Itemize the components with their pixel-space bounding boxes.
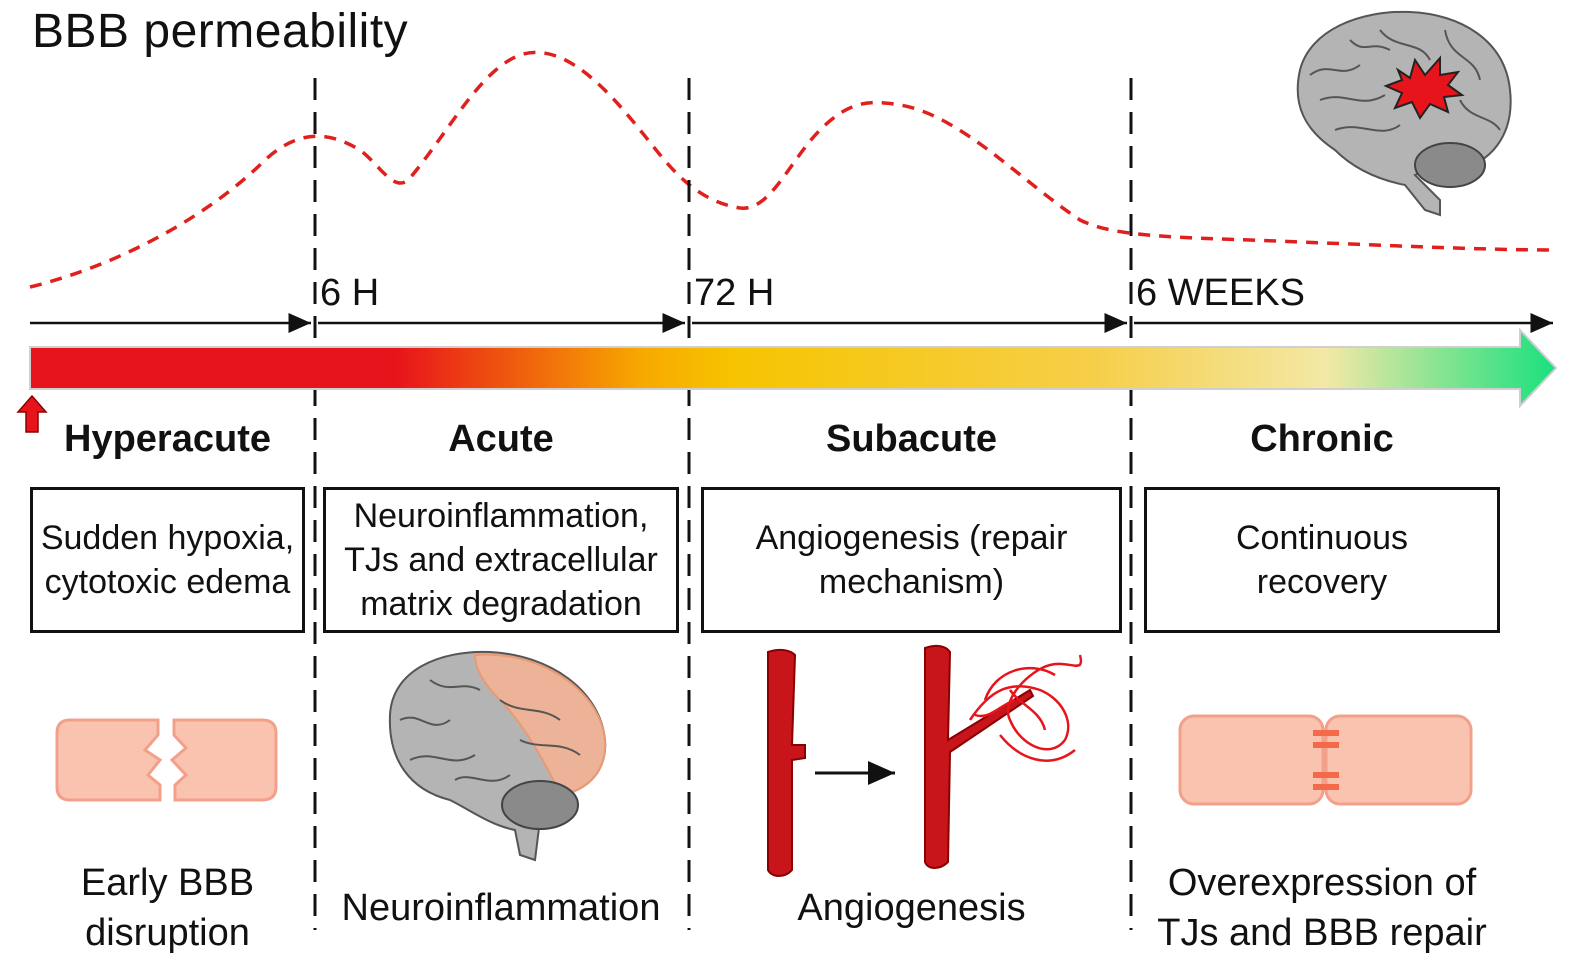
box-line: Neuroinflammation, xyxy=(353,497,649,535)
caption-line: TJs and BBB repair xyxy=(1157,912,1487,954)
phase-box-chronic: Continuous recovery xyxy=(1144,487,1500,633)
angiogenesis-vessel-icon xyxy=(924,644,1083,869)
permeability-curve xyxy=(29,50,1556,289)
box-line: recovery xyxy=(1256,563,1388,601)
blood-vessel-icon xyxy=(767,648,806,877)
box-line: Angiogenesis (repair xyxy=(755,519,1068,557)
box-line: Sudden hypoxia, xyxy=(40,519,295,557)
phase-title-subacute: Subacute xyxy=(825,418,998,460)
caption-line: disruption xyxy=(85,912,250,954)
box-line: matrix degradation xyxy=(360,585,642,623)
box-line: mechanism) xyxy=(818,563,1005,601)
caption-line: Angiogenesis xyxy=(797,887,1026,929)
caption-chronic: Overexpression of TJs and BBB repair xyxy=(1144,858,1500,958)
inflamed-brain-icon xyxy=(388,650,607,862)
phase-box-acute: Neuroinflammation, TJs and extracellular… xyxy=(323,487,679,633)
phase-box-hyperacute: Sudden hypoxia, cytotoxic edema xyxy=(30,487,305,633)
time-label-72h: 72 H xyxy=(694,272,775,314)
box-line: cytotoxic edema xyxy=(44,563,291,601)
time-label-6h: 6 H xyxy=(320,272,380,314)
phase-title-acute: Acute xyxy=(448,418,554,460)
caption-subacute: Angiogenesis xyxy=(701,883,1122,933)
repaired-junction-icon xyxy=(1178,714,1473,806)
caption-hyperacute: Early BBB disruption xyxy=(30,858,305,958)
box-line: TJs and extracellular xyxy=(344,541,658,579)
phase-title-hyperacute: Hyperacute xyxy=(64,418,271,460)
phase-title-chronic: Chronic xyxy=(1250,418,1394,460)
phase-box-subacute: Angiogenesis (repair mechanism) xyxy=(701,487,1122,633)
progression-gradient-arrow xyxy=(29,327,1558,409)
onset-arrow-icon xyxy=(16,394,48,433)
broken-junction-icon xyxy=(55,718,278,802)
caption-line: Neuroinflammation xyxy=(341,887,661,929)
caption-line: Early BBB xyxy=(80,862,255,904)
caption-acute: Neuroinflammation xyxy=(323,883,679,933)
box-line: Continuous xyxy=(1235,519,1408,557)
caption-line: Overexpression of xyxy=(1167,862,1477,904)
brain-lesion-icon xyxy=(1296,10,1512,217)
diagram-title: BBB permeability xyxy=(32,5,409,58)
time-label-6weeks: 6 WEEKS xyxy=(1136,272,1305,314)
